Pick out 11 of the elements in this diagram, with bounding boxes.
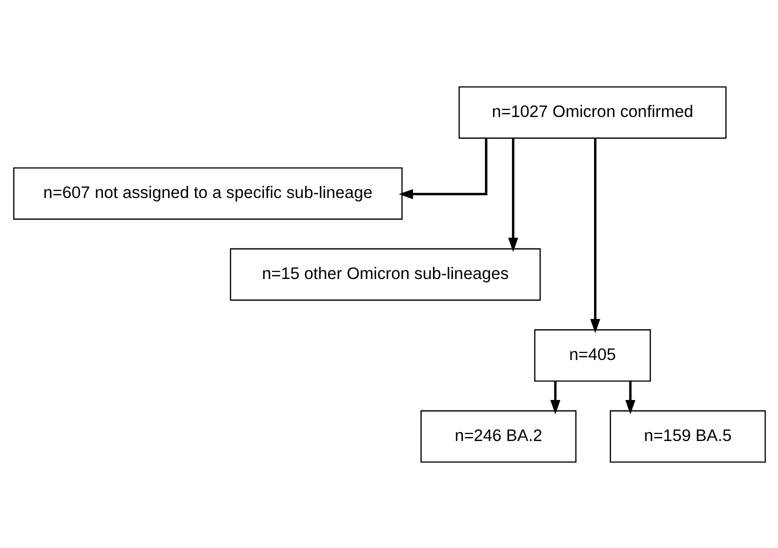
node-box: n=246 BA.2 — [420, 410, 576, 462]
node-box: n=1027 Omicron confirmed — [458, 86, 726, 138]
arrow — [398, 138, 487, 199]
arrow — [624, 380, 635, 414]
node-box: n=159 BA.5 — [609, 410, 766, 462]
arrow — [508, 138, 518, 252]
node-box: n=15 other Omicron sub-lineages — [229, 248, 540, 300]
node-box: n=405 — [534, 328, 650, 382]
arrow — [550, 380, 560, 414]
arrow — [590, 138, 600, 333]
node-box: n=607 not assigned to a specific sub-lineage — [12, 166, 402, 220]
